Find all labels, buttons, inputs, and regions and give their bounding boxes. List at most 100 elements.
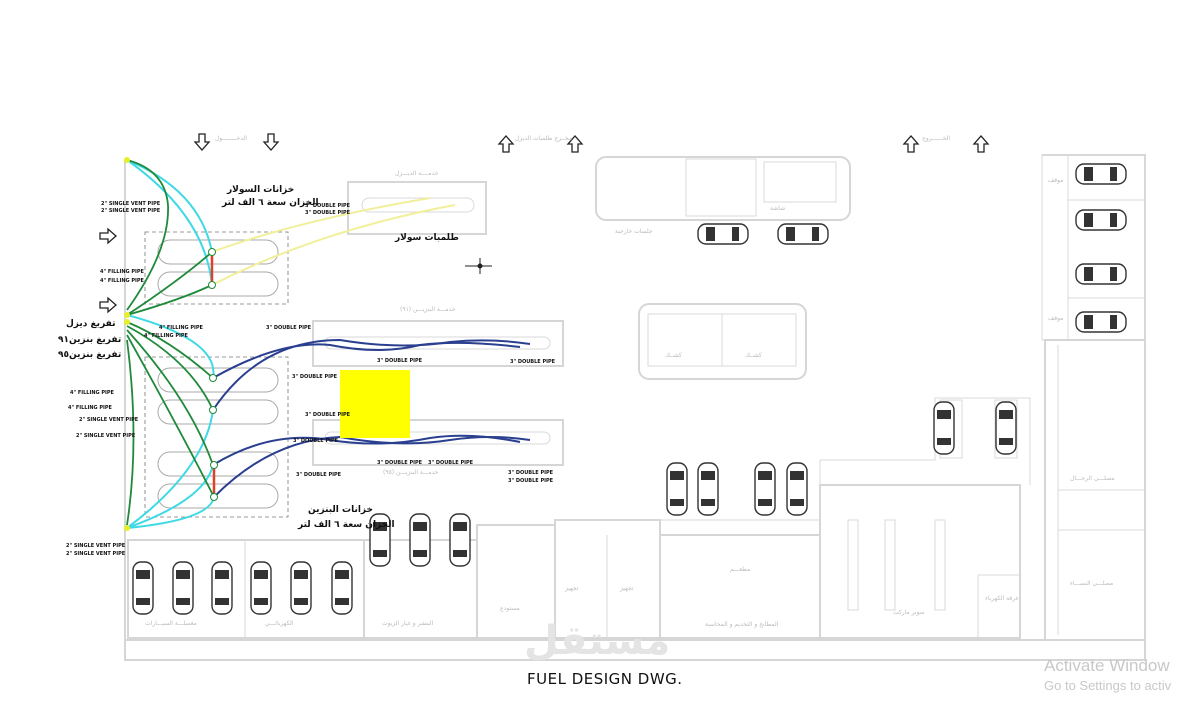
car-icon bbox=[449, 513, 471, 567]
car-icon bbox=[331, 561, 353, 615]
outdoor-seating-label: جلسات خارجية bbox=[615, 228, 653, 235]
unloading-diesel-label: تفريغ ديزل bbox=[66, 319, 116, 329]
double-pipe-label: 3" DOUBLE PIPE bbox=[266, 325, 312, 331]
double-pipe-label: 3" DOUBLE PIPE bbox=[377, 460, 423, 466]
double-pipe-label: 3" DOUBLE PIPE bbox=[293, 438, 339, 444]
car-icon bbox=[1075, 163, 1127, 185]
diesel-supply-pipes bbox=[211, 197, 456, 286]
area-labels: الدخــــــــول مخــرج طلمبات الديزل الخـ… bbox=[145, 135, 1115, 628]
car-icon bbox=[697, 223, 749, 245]
mosque-women-label: مصلـــى النســـاء bbox=[1070, 580, 1113, 587]
exit-label: الخــــــروج bbox=[922, 135, 950, 142]
double-pipe-label: 3" DOUBLE PIPE bbox=[510, 359, 556, 365]
vent-pipe-label: 2" SINGLE VENT PIPE bbox=[79, 417, 139, 423]
diesel-tanks-title: خزانات السولار bbox=[226, 185, 294, 195]
activation-title: Activate Window bbox=[1044, 656, 1170, 675]
highlight-box bbox=[340, 370, 410, 438]
petrol-tanks-capacity: الخزان سعة ٦ الف لتر bbox=[297, 520, 395, 530]
parked-cars bbox=[132, 163, 1127, 615]
car-icon bbox=[211, 561, 233, 615]
petrol95-service-label: خدمـــة البنزيـــن (٩٥) bbox=[383, 469, 439, 476]
car-icon bbox=[369, 513, 391, 567]
entrance-label: الدخــــــــول bbox=[215, 135, 247, 142]
car-icon bbox=[995, 401, 1017, 455]
arrow-right-icon bbox=[99, 296, 117, 314]
arrow-up-icon bbox=[497, 135, 515, 153]
kiosk-label: كشــك bbox=[665, 352, 682, 359]
storage-label: مستودع bbox=[500, 605, 520, 612]
petrol-tanks-title: خزانات البنزين bbox=[308, 505, 373, 515]
car-icon bbox=[777, 223, 829, 245]
arrow-up-icon bbox=[566, 135, 584, 153]
car-icon bbox=[754, 462, 776, 516]
car-icon bbox=[697, 462, 719, 516]
double-pipe-label: 3" DOUBLE PIPE bbox=[377, 358, 423, 364]
parking-label: موقف bbox=[1048, 315, 1063, 322]
tank-areas bbox=[144, 231, 289, 518]
car-icon bbox=[132, 561, 154, 615]
arrow-up-icon bbox=[972, 135, 990, 153]
car-icon bbox=[1075, 263, 1127, 285]
car-wash-label: مغسلـــة السيـــارات bbox=[145, 620, 197, 627]
car-icon bbox=[290, 561, 312, 615]
vent-pipe-label: 2" SINGLE VENT PIPE bbox=[101, 201, 161, 207]
filling-pipe-label: 4" FILLING PIPE bbox=[159, 325, 204, 331]
diesel-service-label: خدمــــة الديـــزل bbox=[395, 170, 439, 177]
car-icon bbox=[172, 561, 194, 615]
arrow-up-icon bbox=[902, 135, 920, 153]
tank-nodes bbox=[208, 248, 218, 501]
flow-arrows bbox=[99, 133, 990, 314]
double-pipe-label: 3" DOUBLE PIPE bbox=[428, 460, 474, 466]
double-pipe-label: 3" DOUBLE PIPE bbox=[508, 478, 554, 484]
watermark-logo: مستقل bbox=[524, 618, 671, 664]
filling-pipes bbox=[126, 159, 215, 526]
filling-pipe-label: 4" FILLING PIPE bbox=[144, 333, 189, 339]
oil-change-label: البنشر و غيار الزيوت bbox=[382, 620, 434, 627]
prep-label: تجهيز bbox=[564, 585, 579, 592]
kiosk-label: كشــك bbox=[745, 352, 762, 359]
diesel-tanks-capacity: الخزان سعة ٦ الف لتر bbox=[221, 198, 319, 208]
car-icon bbox=[666, 462, 688, 516]
windows-activation-notice: Activate Window Go to Settings to activ bbox=[1044, 656, 1171, 693]
arrow-right-icon bbox=[99, 227, 117, 245]
vent-pipe-label: 2" SINGLE VENT PIPE bbox=[66, 551, 126, 557]
car-icon bbox=[409, 513, 431, 567]
double-pipe-label: 3" DOUBLE PIPE bbox=[296, 472, 342, 478]
double-pipe-label: 3" DOUBLE PIPE bbox=[508, 470, 554, 476]
filling-pipe-label: 4" FILLING PIPE bbox=[100, 269, 145, 275]
arrow-down-icon bbox=[193, 133, 211, 151]
double-pipe-label: 3" DOUBLE PIPE bbox=[305, 412, 351, 418]
mosque-men-label: مصلـــى الرجـــال bbox=[1070, 475, 1115, 482]
exit-diesel-label: مخــرج طلمبات الديزل bbox=[515, 135, 572, 142]
prep-label: تجهيز bbox=[619, 585, 634, 592]
tank-labels: خزانات السولار الخزان سعة ٦ الف لتر طلمب… bbox=[58, 185, 459, 530]
filling-pipe-label: 4" FILLING PIPE bbox=[68, 405, 113, 411]
vent-pipes bbox=[126, 159, 215, 529]
car-icon bbox=[786, 462, 808, 516]
filling-pipe-label: 4" FILLING PIPE bbox=[100, 278, 145, 284]
unloading-points bbox=[124, 157, 130, 531]
double-pipe-label: 3" DOUBLE PIPE bbox=[292, 374, 338, 380]
filling-pipe-label: 4" FILLING PIPE bbox=[70, 390, 115, 396]
car-icon bbox=[933, 401, 955, 455]
screen-label: شاشة bbox=[770, 205, 785, 212]
car-icon bbox=[1075, 209, 1127, 231]
vent-pipe-label: 2" SINGLE VENT PIPE bbox=[76, 433, 136, 439]
double-pipe-label: 3" DOUBLE PIPE bbox=[305, 203, 351, 209]
drawing-caption: FUEL DESIGN DWG. bbox=[527, 670, 683, 688]
arrow-down-icon bbox=[262, 133, 280, 151]
vent-pipe-label: 2" SINGLE VENT PIPE bbox=[101, 208, 161, 214]
car-icon bbox=[250, 561, 272, 615]
petrol91-service-label: خدمـــة البنزيـــن (٩١) bbox=[400, 306, 456, 313]
kitchen-label: المطابخ و التخديم و المحاسبة bbox=[705, 621, 779, 628]
restaurant-label: مطعـــم bbox=[730, 566, 750, 573]
activation-subtitle: Go to Settings to activ bbox=[1044, 678, 1172, 693]
unloading-petrol91-label: تفريغ بنزين٩١ bbox=[58, 335, 121, 345]
vent-pipe-label: 2" SINGLE VENT PIPE bbox=[66, 543, 126, 549]
petrol-supply-pipes bbox=[212, 338, 531, 498]
car-icon bbox=[1075, 311, 1127, 333]
double-pipe-label: 3" DOUBLE PIPE bbox=[305, 210, 351, 216]
supermarket-label: سوبر ماركت bbox=[893, 609, 925, 616]
electrical-label: الكهربائـــي bbox=[265, 620, 294, 627]
